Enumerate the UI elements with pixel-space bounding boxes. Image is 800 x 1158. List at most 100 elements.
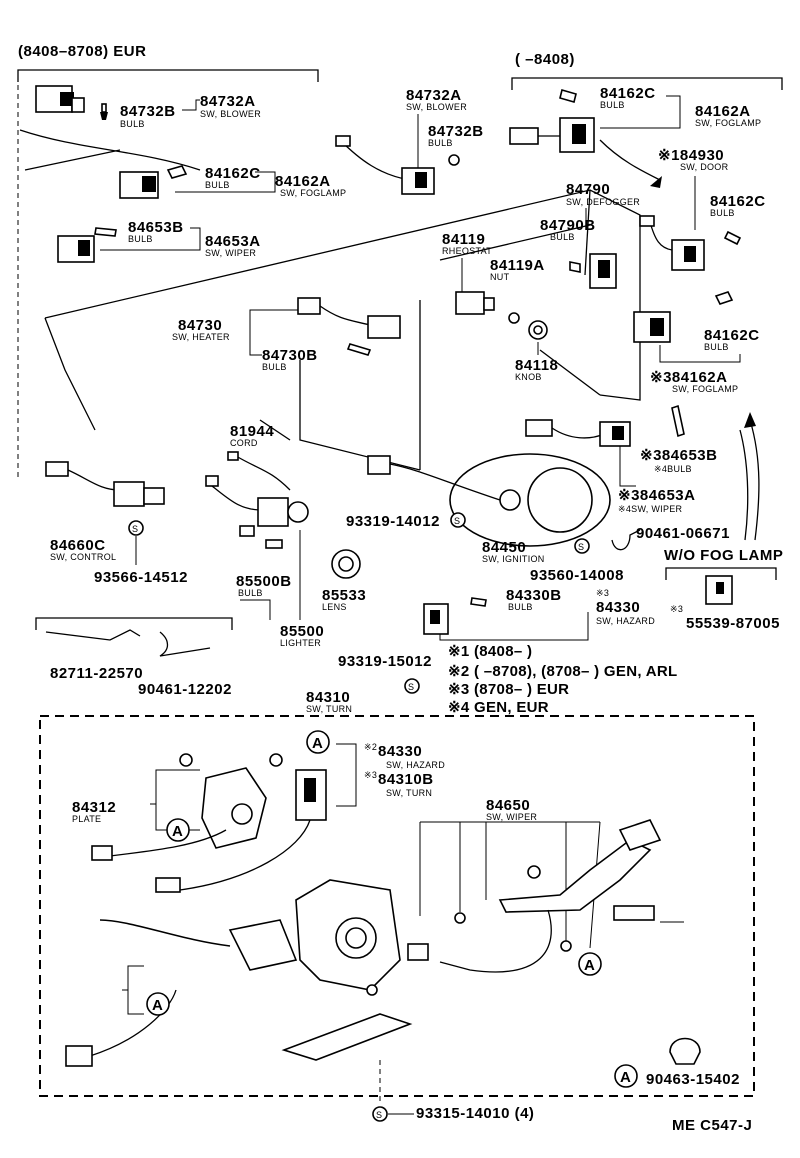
header-eur-range: (8408–8708) EUR (18, 43, 146, 60)
label-84162c-r2: 84162C (710, 193, 766, 210)
clip-90461b (611, 529, 641, 551)
note-3: ※3 (8708– ) EUR (448, 681, 569, 698)
label-84110: 84650 (486, 797, 530, 814)
desc-84732b-l: BULB (120, 119, 145, 129)
a-marker-light (578, 952, 602, 976)
label-84119a: 84119A (490, 257, 545, 274)
desc-84310b: SW, TURN (386, 788, 432, 798)
desc-84162c-r3: BULB (704, 342, 729, 352)
label-84730b: 84730B (262, 347, 318, 364)
bracket-82711 (45, 629, 141, 641)
label-84653a-l: 84653A (205, 233, 261, 250)
label-84162c-r3: 84162C (704, 327, 760, 344)
label-84653a-r: ※384653A (618, 487, 695, 504)
label-84732a-l: 84732A (200, 93, 256, 110)
desc-84162a-r3: SW, FOGLAMP (672, 384, 738, 394)
dimmer-switch (91, 753, 267, 861)
code-90463: 90463-15402 (646, 1071, 740, 1088)
desc-85500b: BULB (238, 588, 263, 598)
desc-84162a-l: SW, FOGLAMP (280, 188, 346, 198)
label-84310b: 84310B (378, 771, 434, 788)
desc-84653b-r: ※4BULB (654, 464, 692, 474)
star3-84330: ※3 (596, 588, 609, 598)
footer-code: ME C547-J (672, 1117, 752, 1134)
lighter-assembly (205, 475, 361, 579)
switch-defogger (569, 253, 617, 289)
label-84653b-r: ※384653B (640, 447, 717, 464)
desc-84930: SW, DOOR (680, 162, 729, 172)
desc-84653b-l: BULB (128, 234, 153, 244)
desc-85533: LENS (322, 602, 347, 612)
desc-81944: CORD (230, 438, 258, 448)
switch-foglamp-r3 (633, 311, 671, 343)
label-84732b-l: 84732B (120, 103, 176, 120)
clip-90461a (159, 631, 211, 657)
desc-84730b: BULB (262, 362, 287, 372)
label-84118: 84118 (515, 357, 558, 374)
label-85500b: 85500B (236, 573, 292, 590)
code-93560: 93560-14008 (530, 567, 624, 584)
desc-84330-a: SW, HAZARD (386, 760, 445, 770)
desc-85500: LIGHTER (280, 638, 321, 648)
connector-block (281, 1013, 413, 1061)
label-84730: 84730 (178, 317, 222, 334)
code-93319b: 93319-15012 (338, 653, 432, 670)
label-84119: 84119 (442, 231, 485, 248)
code-82711: 82711-22570 (50, 665, 143, 682)
desc-84162c-r2: BULB (710, 208, 735, 218)
a-marker-wiper (146, 992, 170, 1016)
desc-84118: KNOB (515, 372, 542, 382)
s-marker-93315 (372, 1106, 388, 1122)
a-marker-dimmer (166, 818, 190, 842)
clamp-90463 (669, 1037, 701, 1065)
desc-84162c-l: BULB (205, 180, 230, 190)
desc-84790: SW, DEFOGGER (566, 197, 640, 207)
label-84732a-c: 84732A (406, 87, 462, 104)
eur-range-bracket (17, 69, 319, 82)
label-84162a-r3: ※384162A (650, 369, 727, 386)
label-84732b-c: 84732B (428, 123, 484, 140)
star2-84330a: ※2 (364, 742, 377, 752)
bracket-brackets (35, 617, 233, 630)
desc-84653a-l: SW, WIPER (205, 248, 256, 258)
label-84162a-l: 84162A (275, 173, 331, 190)
a-marker-clamp-label: A (620, 1069, 631, 1086)
switch-foglamp-eur (119, 171, 159, 199)
s-marker-93560 (574, 538, 590, 554)
label-84930: ※184930 (658, 147, 724, 164)
switch-door (639, 215, 705, 271)
label-84330b: 84330B (506, 587, 562, 604)
bulb-84162c-eur (166, 165, 188, 179)
desc-84330b: BULB (508, 602, 533, 612)
label-84140: 84312 (72, 799, 116, 816)
s-marker-93315-label: S (376, 1110, 382, 1120)
cord-81944 (227, 451, 291, 491)
s-marker-93319a-label: S (454, 516, 460, 526)
s-marker-93566-label: S (132, 524, 138, 534)
switch-blower-c (335, 135, 460, 195)
desc-84162c-r: BULB (600, 100, 625, 110)
label-84330: 84330 (596, 599, 640, 616)
label-84450: 84450 (482, 539, 526, 556)
a-marker-clamp (614, 1064, 638, 1088)
code-90461a: 90461-12202 (138, 681, 232, 698)
label-81944: 81944 (230, 423, 274, 440)
desc-84732a-c: SW, BLOWER (406, 102, 467, 112)
header-wo-fog: W/O FOG LAMP (664, 547, 783, 564)
label-84790b: 84790B (540, 217, 596, 234)
label-84162c-l: 84162C (205, 165, 261, 182)
s-marker-93560-label: S (578, 542, 584, 552)
desc-84110: SW, WIPER (486, 812, 537, 822)
early-range-bracket (511, 77, 783, 90)
label-84790: 84790 (566, 181, 610, 198)
code-90461b: 90461-06671 (636, 525, 730, 542)
switch-wiper-eur (57, 235, 95, 263)
combination-switch-body (99, 879, 401, 996)
dashboard-outline (17, 85, 641, 478)
header-early-range: ( –8408) (515, 51, 575, 68)
code-93315: 93315-14010 (4) (416, 1105, 534, 1122)
wo-fog-bracket (665, 567, 777, 580)
wiper-switch (65, 989, 177, 1067)
hazard-turn-switch (155, 753, 327, 893)
